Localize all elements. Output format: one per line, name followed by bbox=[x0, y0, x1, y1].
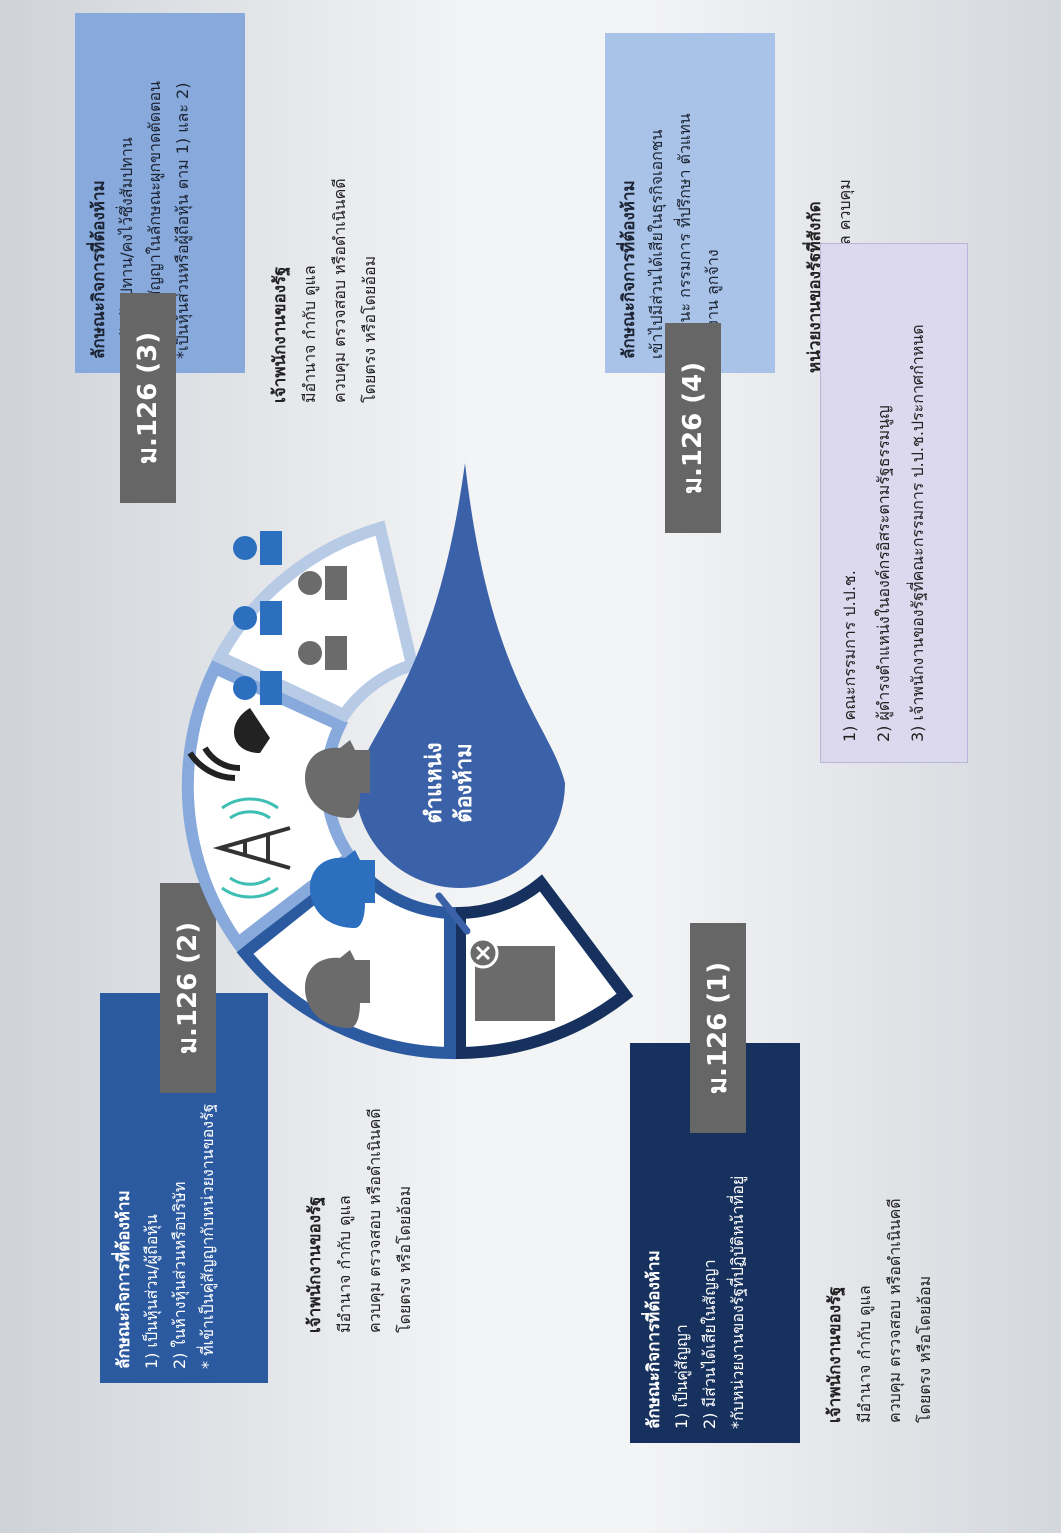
legend-line-2: 2) ผู้ดำรงตำแหน่งในองค์กรอิสระตามรัฐธรรม… bbox=[874, 405, 893, 742]
s3-note-line-3: โดยตรง หรือโดยอ้อม bbox=[360, 255, 379, 403]
s3-box-title: ลักษณะกิจการที่ต้องห้าม bbox=[89, 180, 109, 359]
s1-official-note: เจ้าพนักงานของรัฐ มีอำนาจ กำกับ ดูแล ควบ… bbox=[820, 1093, 940, 1423]
org-chart-icon bbox=[233, 531, 347, 705]
center-title-line-1: ตำแหน่ง bbox=[422, 742, 447, 824]
s1-note-line-3: โดยตรง หรือโดยอ้อม bbox=[915, 1275, 934, 1423]
center-teardrop bbox=[355, 463, 565, 888]
s1-note-line-1: มีอำนาจ กำกับ ดูแล bbox=[855, 1285, 874, 1423]
legend-box: 1) คณะกรรมการ ป.ป.ช. 2) ผู้ดำรงตำแหน่งใน… bbox=[820, 243, 968, 763]
center-title: ตำแหน่ง ต้องห้าม bbox=[420, 723, 480, 843]
s3-official-note: เจ้าพนักงานของรัฐ มีอำนาจ กำกับ ดูแล ควบ… bbox=[265, 23, 385, 403]
document-x-icon bbox=[435, 892, 555, 1021]
s3-note-line-1: มีอำนาจ กำกับ ดูแล bbox=[300, 265, 319, 403]
s4-box-title: ลักษณะกิจการที่ต้องห้าม bbox=[619, 180, 639, 359]
s4-prohibited-box: ลักษณะกิจการที่ต้องห้าม เข้าไปมีส่วนได้เ… bbox=[605, 33, 775, 373]
s1-note-title: เจ้าพนักงานของรัฐ bbox=[825, 1286, 845, 1423]
s4-box-line-1: เข้าไปมีส่วนได้เสียในธุรกิจเอกชน bbox=[647, 129, 666, 359]
ring-diagram bbox=[181, 463, 634, 1060]
s3-note-line-2: ควบคุม ตรวจสอบ หรือดำเนินคดี bbox=[330, 178, 349, 403]
legend-line-3: 3) เจ้าพนักงานของรัฐที่คณะกรรมการ ป.ป.ช.… bbox=[908, 324, 927, 742]
people-heads-icon bbox=[305, 740, 375, 1028]
s3-note-title: เจ้าพนักงานของรัฐ bbox=[270, 266, 290, 403]
s1-note-line-2: ควบคุม ตรวจสอบ หรือดำเนินคดี bbox=[885, 1198, 904, 1423]
s4-box-line-2: ในฐานะ กรรมการ ที่ปรึกษา ตัวแทน bbox=[675, 113, 694, 359]
legend-line-1: 1) คณะกรรมการ ป.ป.ช. bbox=[840, 570, 859, 742]
center-title-line-2: ต้องห้าม bbox=[452, 743, 477, 823]
s4-box-line-3: พนักงาน ลูกจ้าง bbox=[703, 249, 722, 359]
antenna-satellite-icon bbox=[187, 708, 291, 899]
